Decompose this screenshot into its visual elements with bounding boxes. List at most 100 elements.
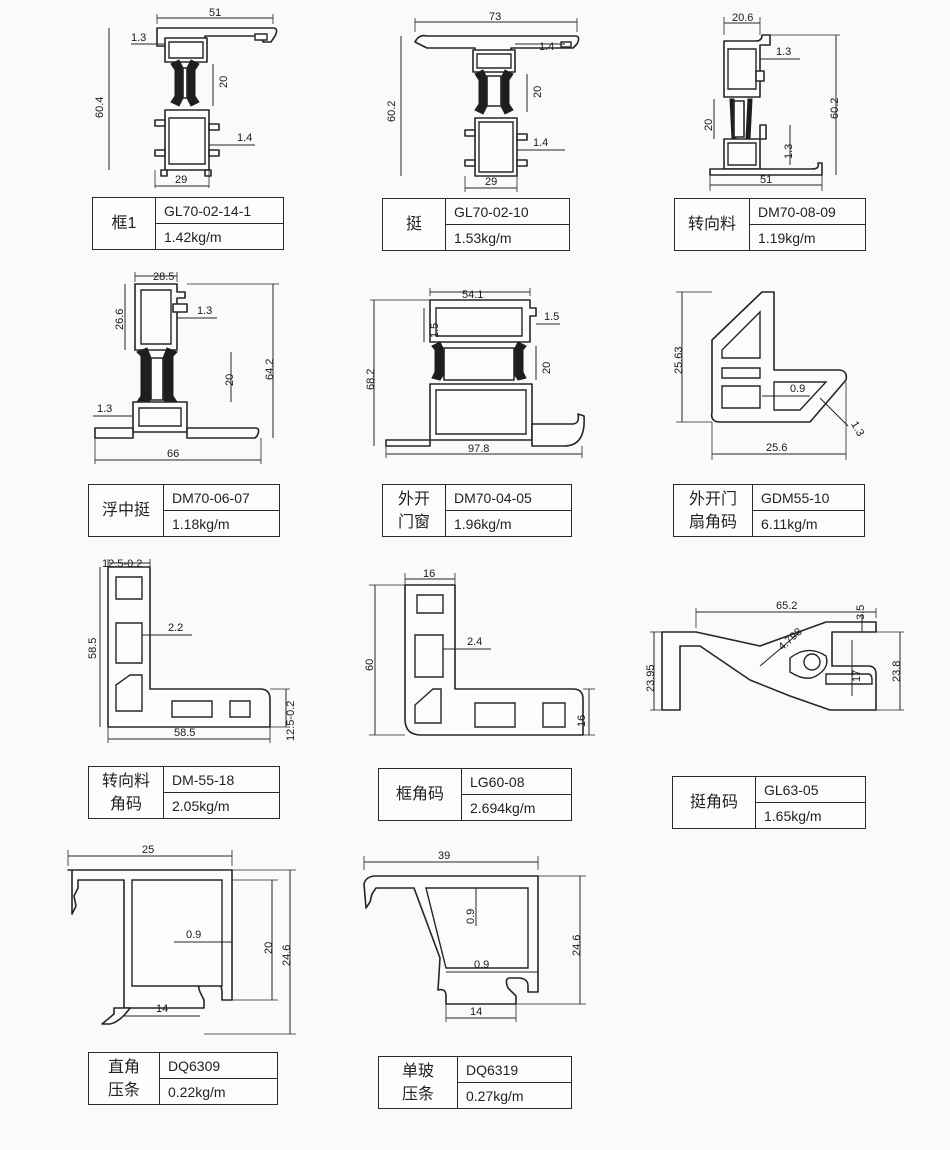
dim-label: 0.9 [465, 909, 477, 924]
profile-weight: 1.53kg/m [445, 224, 570, 251]
dim-label: 29 [175, 174, 187, 186]
dim-label: 1.4 [533, 137, 548, 149]
profile-code: GL70-02-14-1 [155, 197, 284, 224]
dim-label: 0.9 [790, 383, 805, 395]
dim-label: 20 [263, 942, 275, 954]
profile-label-table: 浮中挺 DM70-06-07 1.18kg/m [88, 484, 280, 537]
profile-label-table: 框1 GL70-02-14-1 1.42kg/m [92, 197, 284, 250]
profile-label-table: 外开门扇角码 GDM55-10 6.11kg/m [673, 484, 865, 537]
dim-label: 51 [760, 174, 772, 186]
dim-label: 1.3 [97, 403, 112, 415]
profile-drawing-outward-door-window: 54.1 1.5 1.5 68.2 20 97.8 [365, 288, 585, 458]
dim-label: 12.5-0.2 [285, 701, 297, 741]
dim-label: 1.4 [539, 41, 554, 53]
dim-label: 16 [423, 568, 435, 580]
dim-label: 60.2 [829, 98, 841, 119]
profile-label-table: 挺角码 GL63-05 1.65kg/m [672, 776, 866, 829]
profile-name: 直角压条 [88, 1052, 160, 1105]
dim-label: 1.3 [783, 144, 795, 159]
profile-label-table: 外开门窗 DM70-04-05 1.96kg/m [382, 484, 572, 537]
dim-label: 2.4 [467, 636, 482, 648]
dim-label: 65.2 [776, 600, 797, 612]
dim-label: 3.5 [855, 605, 867, 620]
profile-name: 转向料角码 [88, 766, 164, 819]
dim-label: 0.9 [474, 959, 489, 971]
dim-label: 64.2 [264, 359, 276, 380]
dim-label: 60 [364, 659, 376, 671]
dim-label: 17 [851, 670, 863, 682]
profile-drawing-single-glass-bead: 39 0.9 0.9 24.6 14 [363, 850, 586, 1022]
profile-code: DQ6319 [457, 1056, 572, 1083]
dim-label: 39 [438, 850, 450, 862]
dim-label: 60.4 [94, 97, 106, 118]
dim-label: 25.6 [766, 442, 787, 454]
profile-drawing-frame-1: 51 1.3 20 60.4 1.4 29 [94, 7, 278, 188]
profile-name: 框角码 [378, 768, 462, 821]
dim-label: 66 [167, 448, 179, 460]
profile-code: LG60-08 [461, 768, 572, 795]
profile-code: DM-55-18 [163, 766, 280, 793]
dim-label: 29 [485, 176, 497, 188]
dim-label: 20 [532, 86, 544, 98]
dim-label: 23.95 [645, 664, 657, 692]
profile-code: DQ6309 [159, 1052, 278, 1079]
profile-code: GDM55-10 [752, 484, 865, 511]
profile-code: GL70-02-10 [445, 198, 570, 225]
dim-label: 26.6 [114, 309, 126, 330]
dim-label: 1.5 [429, 323, 441, 338]
profile-drawing-mullion-corner: 65.2 3.5 4.798 23.95 17 23.8 [645, 600, 904, 711]
profile-drawing-mullion: 73 1.4 20 60.2 1.4 29 [386, 11, 580, 192]
profile-weight: 6.11kg/m [752, 510, 865, 537]
profile-weight: 2.694kg/m [461, 794, 572, 821]
dim-label: 68.2 [365, 369, 377, 390]
dim-label: 20 [224, 374, 236, 386]
dim-label: 2.2 [168, 622, 183, 634]
profile-drawing-square-glazing-bead: 25 0.9 20 24.6 14 [67, 844, 296, 1035]
profile-name: 浮中挺 [88, 484, 164, 537]
profile-name: 转向料 [674, 198, 750, 251]
dim-label: 0.9 [186, 929, 201, 941]
profile-name: 框1 [92, 197, 156, 250]
dim-label: 51 [209, 7, 221, 19]
dim-label: 1.3 [776, 46, 791, 58]
profile-weight: 1.96kg/m [445, 510, 572, 537]
dim-label: 1.4 [237, 132, 252, 144]
profile-code: DM70-04-05 [445, 484, 572, 511]
profile-weight: 1.42kg/m [155, 223, 284, 250]
profile-drawing-transition: 20.6 1.3 60.2 20 1.3 51 [703, 12, 841, 191]
dim-label: 24.6 [281, 945, 293, 966]
dim-label: 54.1 [462, 289, 483, 301]
dim-label: 24.6 [571, 935, 583, 956]
profile-label-table: 框角码 LG60-08 2.694kg/m [378, 768, 572, 821]
dim-label: 73 [489, 11, 501, 23]
dim-label: 25 [142, 844, 154, 856]
dim-label: 60.2 [386, 101, 398, 122]
dim-label: 58.5 [174, 727, 195, 739]
profile-name: 挺 [382, 198, 446, 251]
dim-label: 20 [541, 362, 553, 374]
profile-drawing-door-sash-corner: 25.63 0.9 1.3 25.6 [673, 291, 866, 460]
profile-drawing-transition-corner: 12.5-0.2 58.5 2.2 12.5-0.2 58.5 [87, 558, 297, 743]
dim-label: 28.5 [153, 271, 174, 283]
dim-label: 20 [703, 119, 715, 131]
dim-label: 16 [576, 715, 588, 727]
dim-label: 20 [218, 76, 230, 88]
dim-label: 97.8 [468, 443, 489, 455]
profile-label-table: 挺 GL70-02-10 1.53kg/m [382, 198, 570, 251]
dim-label: 14 [470, 1006, 482, 1018]
profile-name: 单玻压条 [378, 1056, 458, 1109]
profile-label-table: 转向料 DM70-08-09 1.19kg/m [674, 198, 866, 251]
profile-weight: 1.18kg/m [163, 510, 280, 537]
profile-name: 外开门窗 [382, 484, 446, 537]
dim-label: 20.6 [732, 12, 753, 24]
profile-drawing-floating-mullion: 28.5 26.6 1.3 20 64.2 1.3 66 [93, 271, 279, 464]
profile-code: DM70-08-09 [749, 198, 866, 225]
profile-code: DM70-06-07 [163, 484, 280, 511]
dim-label: 58.5 [87, 638, 99, 659]
profile-weight: 0.22kg/m [159, 1078, 278, 1105]
dim-label: 25.63 [673, 346, 685, 374]
profile-weight: 1.65kg/m [755, 802, 866, 829]
profile-label-table: 单玻压条 DQ6319 0.27kg/m [378, 1056, 572, 1109]
profile-weight: 0.27kg/m [457, 1082, 572, 1109]
